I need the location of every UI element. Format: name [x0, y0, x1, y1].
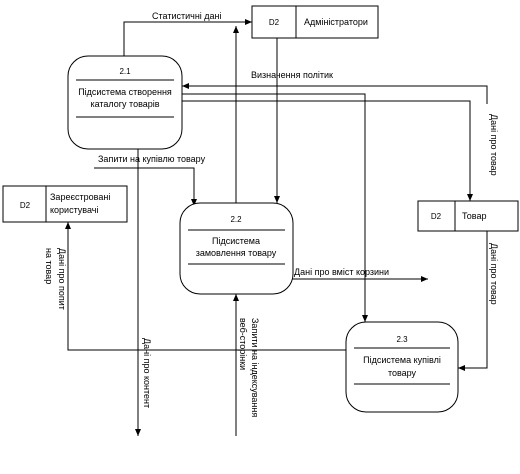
flow-label-policy: Визначення політик: [251, 70, 333, 80]
flow-label-cart: Дані про вміст корзини: [294, 267, 389, 277]
flow-label-index-line2: веб-сторінки: [238, 318, 248, 370]
store-admins-name: Адміністратори: [304, 17, 368, 27]
process-2-1-line2: каталогу товарів: [90, 99, 159, 109]
store-users-id: D2: [20, 201, 31, 210]
process-2-3-number: 2.3: [396, 335, 408, 344]
store-products: D2 Товар: [417, 200, 519, 232]
process-2-1: 2.1 Підсистема створення каталогу товарі…: [67, 55, 183, 150]
process-2-3-line2: товару: [388, 368, 417, 378]
process-2-2-line1: Підсистема: [212, 236, 260, 246]
flow-label-demand-line1: Дані про попит: [57, 248, 67, 310]
flow-product-data-1: [182, 100, 473, 201]
store-users-name-line2: користувачі: [50, 205, 98, 215]
process-2-1-number: 2.1: [119, 67, 131, 76]
flow-purchase-requests: [94, 167, 197, 206]
flow-product-data-2: [458, 231, 488, 371]
process-2-2-line2: замовлення товару: [196, 248, 277, 258]
flow-label-purchase-requests: Запити на купівлю товару: [98, 154, 206, 164]
store-admins: D2 Адміністратори: [251, 5, 379, 39]
store-users: D2 Зареєстровані користувачі: [2, 185, 128, 223]
process-2-3-line1: Підсистема купівлі: [363, 355, 441, 365]
flow-label-demand-line2: на товар: [44, 248, 54, 284]
flow-2-1-to-2-3: [182, 93, 368, 322]
store-admins-id: D2: [269, 18, 280, 27]
store-products-id: D2: [431, 212, 442, 221]
flow-demand: [65, 222, 346, 351]
flow-label-index-line1: Запити на індексування: [250, 318, 260, 417]
store-users-name-line1: Зареєстровані: [50, 192, 110, 202]
process-2-1-line1: Підсистема створення: [78, 87, 172, 97]
process-2-3: 2.3 Підсистема купівлі товару: [345, 321, 459, 413]
process-2-2: 2.2 Підсистема замовлення товару: [179, 202, 294, 295]
flow-label-stats: Статистичні дані: [152, 11, 222, 21]
process-2-2-number: 2.2: [230, 215, 242, 224]
flow-stats: [123, 19, 252, 56]
flow-label-product-data-1: Дані про товар: [489, 114, 499, 176]
flow-label-content: Дані про контент: [142, 338, 152, 408]
store-products-name: Товар: [462, 211, 487, 221]
flow-policy: [182, 83, 488, 104]
flow-label-product-data-2: Дані про товар: [489, 243, 499, 305]
